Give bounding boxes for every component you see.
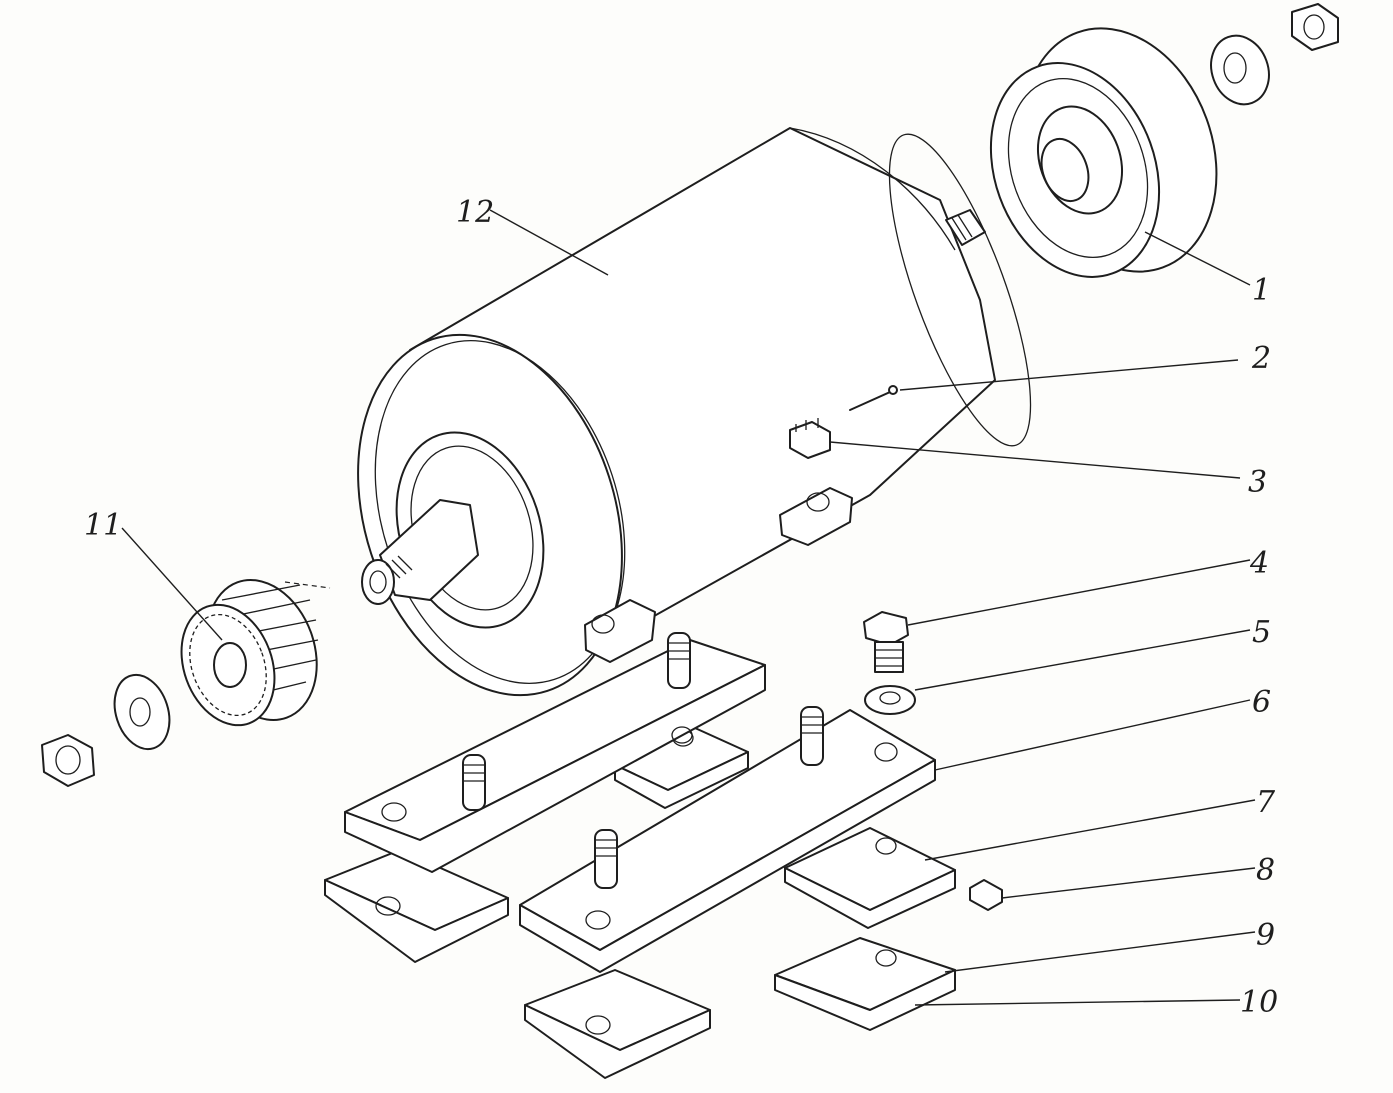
castle-nut-part-3 bbox=[789, 418, 831, 459]
callout-4: 4 bbox=[1249, 546, 1269, 581]
leader-6 bbox=[934, 699, 1251, 771]
stud-rail-left-a bbox=[462, 754, 486, 811]
mounting-rail-left bbox=[344, 639, 766, 873]
gear-part-11 bbox=[180, 579, 319, 727]
pin-part-2 bbox=[849, 385, 898, 411]
callout-9: 9 bbox=[1256, 918, 1275, 953]
leader-3 bbox=[829, 441, 1241, 479]
stud-rail-right-b bbox=[800, 706, 824, 766]
plate-part-10 bbox=[774, 969, 956, 1031]
hex-nut-left bbox=[41, 734, 95, 787]
leader-5 bbox=[914, 629, 1251, 691]
shim-plate-bottom bbox=[524, 969, 711, 1079]
callout-12: 12 bbox=[456, 195, 494, 230]
shaft-axis-dash bbox=[284, 581, 331, 589]
callout-7: 7 bbox=[1256, 785, 1276, 820]
leader-7 bbox=[924, 799, 1256, 861]
leader-9 bbox=[944, 931, 1256, 973]
key-part-8 bbox=[969, 879, 1003, 911]
leader-8 bbox=[1001, 867, 1256, 899]
leader-4 bbox=[907, 559, 1251, 626]
pulley-part-1 bbox=[989, 27, 1218, 278]
leader-lines bbox=[121, 209, 1256, 1006]
leader-10 bbox=[914, 999, 1241, 1006]
washer-top-right bbox=[1210, 34, 1270, 106]
lock-washer-part-5 bbox=[864, 685, 916, 715]
callout-6: 6 bbox=[1252, 685, 1271, 720]
leader-11 bbox=[121, 527, 223, 641]
callout-10: 10 bbox=[1240, 985, 1278, 1020]
callout-1: 1 bbox=[1252, 273, 1271, 308]
callout-5: 5 bbox=[1252, 615, 1271, 650]
mounting-rail-part-6 bbox=[519, 709, 936, 973]
shim-plate-lower-left bbox=[324, 849, 509, 963]
leader-12 bbox=[489, 209, 609, 276]
callout-11: 11 bbox=[84, 508, 122, 543]
motor-housing-part-12 bbox=[357, 127, 1032, 697]
hex-nut-top-right bbox=[1291, 3, 1339, 51]
bolt-part-4 bbox=[863, 611, 909, 673]
stud-rail-right-a bbox=[594, 829, 618, 889]
stud-rail-left-b bbox=[667, 632, 691, 689]
callout-2: 2 bbox=[1251, 341, 1271, 376]
leader-1 bbox=[1144, 231, 1251, 286]
washer-left bbox=[113, 673, 171, 751]
callout-labels: 1 2 3 4 5 6 7 8 9 10 11 12 bbox=[84, 195, 1278, 1020]
callout-3: 3 bbox=[1248, 465, 1267, 500]
callout-8: 8 bbox=[1256, 853, 1275, 888]
leader-2 bbox=[899, 359, 1239, 391]
plate-part-7 bbox=[784, 827, 956, 929]
